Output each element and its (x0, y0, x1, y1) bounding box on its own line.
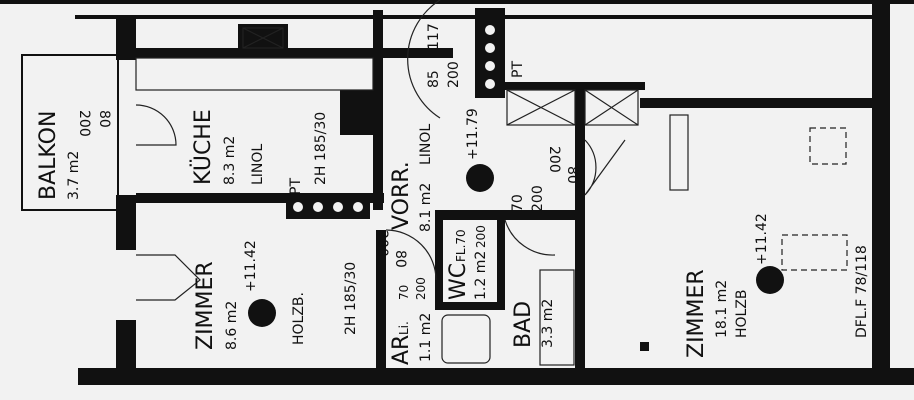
room-area: 8.6 m2 (224, 301, 240, 350)
level: +11.42 (243, 240, 259, 292)
room-vorr: VORR. 8.1 m2 LINOL +11.79 85 117 200 PT … (374, 23, 580, 268)
room-area: 8.1 m2 (418, 183, 434, 232)
door-dim: 200 (530, 185, 546, 212)
pt-label: PT (510, 61, 526, 78)
door-dim: 200 (546, 146, 562, 173)
level: +11.42 (754, 213, 770, 265)
room-name: VORR. (389, 161, 414, 230)
window-dim: DFL.F 78/118 (854, 245, 870, 338)
room-zimmer-large: ZIMMER 18.1 m2 HOLZB +11.42 DFL.F 78/118 (684, 213, 870, 358)
window-dim: 2H 185/30 (313, 112, 329, 185)
room-area: 3.7 m2 (66, 151, 82, 200)
room-name: BAD (511, 301, 536, 348)
room-floor: LINOL (250, 144, 266, 185)
room-area: 8.3 m2 (222, 136, 238, 185)
room-area: 1.2 m2 (473, 251, 489, 300)
room-kueche: KÜCHE 8.3 m2 LINOL 2H 185/30 PT (190, 109, 329, 195)
room-name: ZIMMER (193, 261, 218, 350)
door-dim: 85 (426, 70, 442, 88)
room-name: BALKON (36, 111, 61, 200)
room-area: 18.1 m2 (714, 280, 730, 338)
door-dim: 200 (76, 110, 92, 137)
door-dim: 117 (426, 23, 442, 50)
door-dim: 80 (96, 110, 112, 128)
door-dim: 200 (414, 277, 428, 300)
door-dim: 200 (374, 230, 390, 257)
room-name: KÜCHE (190, 109, 216, 185)
room-note: Li. (397, 321, 411, 335)
room-name: WC (446, 263, 471, 300)
room-area: 3.3 m2 (540, 299, 556, 348)
door-dim: 80 (564, 166, 580, 184)
room-name: ZIMMER (684, 269, 709, 358)
window-dim: 2H 185/30 (343, 262, 359, 335)
room-floor: LINOL (418, 124, 434, 165)
door-dim: 80 (392, 250, 408, 268)
room-zimmer-small: ZIMMER 8.6 m2 +11.42 HOLZB. 2H 185/30 (193, 240, 359, 350)
door-dim: 70 (397, 285, 411, 300)
room-ar: AR Li. 1.1 m2 70 200 (389, 277, 434, 365)
level: +11.79 (465, 108, 481, 160)
fixtures (21, 0, 848, 366)
room-name: AR (389, 335, 414, 365)
room-wc: WC FL.70 1.2 m2 200 (446, 225, 489, 300)
room-area: 1.1 m2 (418, 313, 434, 362)
door-dim: 70 (510, 194, 526, 212)
room-floor: HOLZB. (291, 292, 307, 345)
wc-height: 200 (474, 225, 488, 248)
room-floor: HOLZB (734, 289, 750, 338)
room-bad: BAD 3.3 m2 (511, 299, 556, 348)
room-note: FL.70 (454, 229, 468, 262)
room-balkon: BALKON 3.7 m2 200 80 (36, 110, 112, 200)
pt-label: PT (288, 178, 304, 195)
door-dim: 200 (446, 61, 462, 88)
